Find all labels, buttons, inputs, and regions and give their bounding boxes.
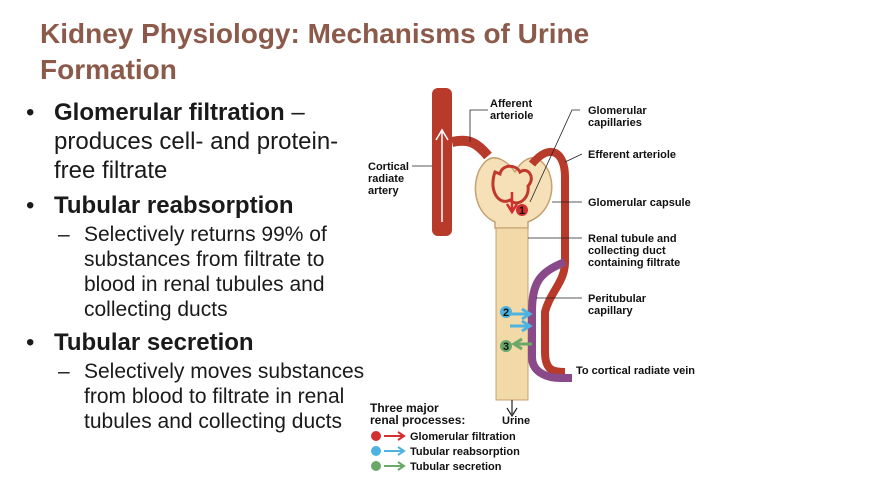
label-glom-cap-line2: capillaries [588, 117, 642, 129]
bullet-dot: • [26, 99, 35, 126]
label-afferent-line2: arteriole [490, 110, 533, 122]
label-cortical-line1: Cortical [368, 161, 409, 173]
legend-filtration-badge [371, 431, 381, 441]
secretion-number-circle [500, 340, 512, 352]
bullet-heading: Glomerular filtration [54, 99, 285, 126]
label-peritubular-line1: Peritubular [588, 293, 647, 305]
slide-title: Kidney Physiology: Mechanisms of Urine F… [40, 18, 590, 85]
label-urine: Urine [502, 415, 530, 427]
sub-bullet-text: Selectively moves substances from blood … [84, 360, 365, 433]
label-glom-cap-line1: Glomerular [588, 105, 647, 117]
legend-title-line2: renal processes: [370, 413, 465, 427]
bullet-dot: • [26, 329, 35, 356]
bullet-tubular-reabsorption: • Tubular reabsorption [24, 191, 374, 220]
bullet-heading: Tubular reabsorption [54, 192, 294, 219]
label-capsule: Glomerular capsule [588, 197, 691, 209]
nephron-diagram: 1 2 3 Afferent arteriole Glomerular capi… [368, 88, 695, 472]
bullet-text: – produces cell- and protein-free filtra… [54, 99, 339, 184]
filtration-number: 1 [519, 205, 525, 217]
label-tubule-line2: collecting duct [588, 245, 666, 257]
legend-secretion-arrow [384, 461, 406, 471]
label-peritubular-line2: capillary [588, 305, 634, 317]
efferent-arteriole-shape [528, 148, 569, 376]
peritubular-capillary-shape [528, 258, 572, 382]
filtration-number-circle [516, 204, 528, 216]
sub-bullet-secretion: – Selectively moves substances from bloo… [24, 359, 374, 434]
bullet-dot: • [26, 192, 35, 219]
label-cortical-line2: radiate [368, 173, 404, 185]
glomerular-capillaries-shape [491, 164, 533, 205]
legend-reabsorption-badge [371, 446, 381, 456]
reabsorption-arrow [510, 307, 533, 333]
bullet-heading: Tubular secretion [54, 329, 254, 356]
sub-bullet-dash: – [58, 360, 70, 383]
legend-reabsorption-arrow [384, 446, 406, 456]
afferent-arteriole-shape [450, 135, 492, 160]
filtration-arrow [505, 192, 519, 215]
bullet-tubular-secretion: • Tubular secretion [24, 328, 374, 357]
legend-reabsorption-label: Tubular reabsorption [410, 446, 520, 458]
urine-arrow [506, 400, 518, 418]
glomerular-capsule-shape [474, 157, 553, 229]
bullet-list: • Glomerular filtration – produces cell-… [24, 98, 374, 434]
label-tubule-line1: Renal tubule and [588, 233, 677, 245]
sub-bullet-text: Selectively returns 99% of substances fr… [84, 223, 327, 321]
label-afferent-line1: Afferent [490, 98, 533, 110]
artery-arrow-up [435, 128, 449, 222]
legend-title-line1: Three major [370, 401, 439, 415]
label-tubule-line3: containing filtrate [588, 257, 680, 269]
reabsorption-number: 2 [503, 307, 509, 319]
legend-filtration-label: Glomerular filtration [410, 431, 516, 443]
leader-lines [412, 109, 583, 299]
sub-bullet-reabsorption: – Selectively returns 99% of substances … [24, 222, 374, 322]
bullet-glomerular-filtration: • Glomerular filtration – produces cell-… [24, 98, 374, 185]
sub-bullet-dash: – [58, 223, 70, 246]
secretion-arrow [511, 337, 532, 351]
legend-filtration-arrow [384, 431, 406, 441]
label-vein: To cortical radiate vein [576, 365, 695, 377]
label-cortical-line3: artery [368, 185, 399, 197]
legend-secretion-label: Tubular secretion [410, 461, 502, 472]
secretion-number: 3 [503, 341, 509, 353]
legend-secretion-badge [371, 461, 381, 471]
reabsorption-number-circle [500, 306, 512, 318]
label-efferent: Efferent arteriole [588, 149, 676, 161]
